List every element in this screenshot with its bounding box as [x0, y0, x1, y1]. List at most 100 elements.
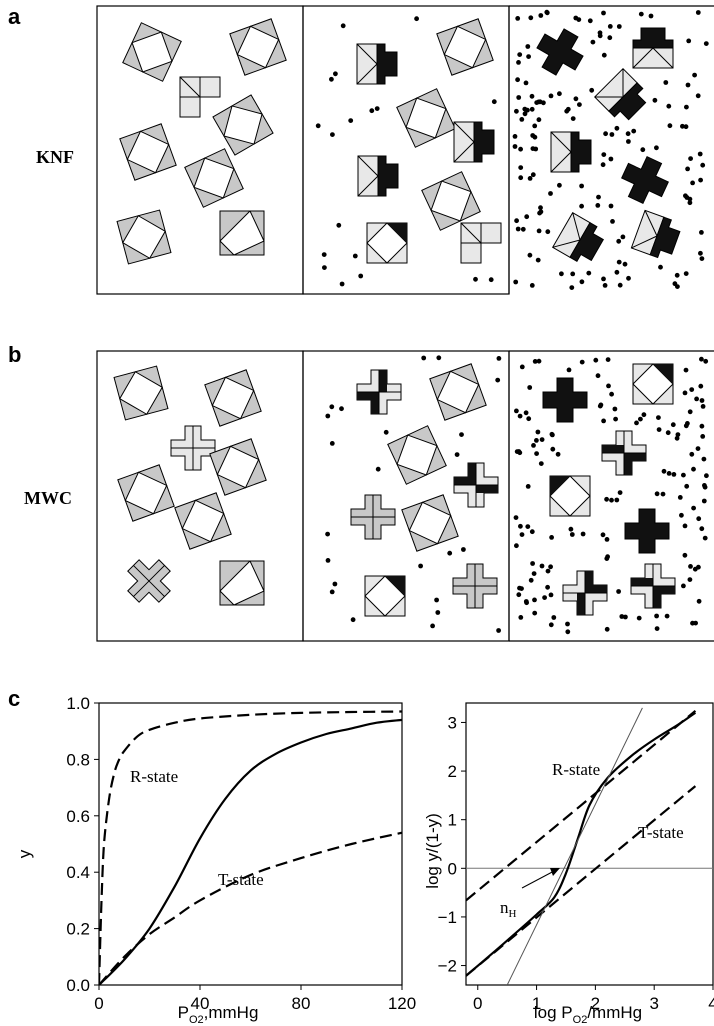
subunit-glyph — [632, 27, 674, 69]
oxygen-dot — [530, 146, 536, 152]
oxygen-dot — [666, 471, 672, 476]
subunit-glyph — [366, 222, 408, 264]
oxygen-dot — [515, 226, 521, 232]
oxygen-dot — [531, 571, 537, 576]
oxygen-dot — [518, 165, 524, 171]
x-tick-label: 3 — [649, 994, 658, 1013]
oxygen-dot — [569, 285, 575, 290]
subunit-glyph — [387, 425, 447, 485]
oxygen-dot — [663, 80, 669, 85]
oxygen-dot — [600, 532, 606, 538]
oxygen-dot — [517, 413, 523, 419]
oxygen-dot — [513, 279, 519, 285]
oxygen-dot — [702, 535, 708, 541]
oxygen-dot — [524, 214, 530, 220]
svg-text:nH: nH — [500, 898, 517, 920]
oxygen-dot — [636, 615, 642, 621]
oxygen-dot-layer — [315, 9, 709, 635]
nh-arrow — [521, 869, 557, 889]
oxygen-dot — [683, 193, 688, 199]
subunit-glyph — [453, 121, 495, 163]
y-tick-label: 0.0 — [66, 976, 90, 995]
oxygen-dot — [656, 415, 661, 420]
oxygen-dot — [703, 41, 709, 46]
subunit-glyph — [549, 475, 591, 517]
oxygen-dot — [539, 437, 545, 442]
subunit-glyph — [356, 369, 402, 415]
oxygen-dot — [454, 452, 460, 457]
y-tick-label: 0 — [448, 859, 457, 878]
oxygen-dot — [620, 234, 626, 240]
oxygen-dot — [608, 156, 614, 162]
oxygen-dot — [358, 273, 364, 279]
y-tick-label: 1 — [448, 811, 457, 830]
oxygen-dot — [674, 272, 680, 278]
oxygen-dot — [548, 592, 554, 598]
mwc-panel — [96, 350, 714, 642]
oxygen-dot — [569, 532, 575, 537]
oxygen-dot — [515, 16, 521, 21]
subunit-glyph — [615, 150, 675, 210]
oxygen-dot — [601, 10, 606, 16]
oxygen-dot — [527, 176, 533, 181]
oxygen-dot — [675, 432, 681, 437]
oxygen-dot — [622, 261, 628, 267]
plot-frame — [465, 702, 714, 986]
subunit-glyph — [594, 68, 652, 126]
oxygen-dot — [538, 461, 544, 466]
oxygen-dot — [369, 108, 375, 114]
oxygen-dot — [536, 228, 542, 234]
oxygen-dot — [329, 441, 335, 446]
oxygen-dot — [606, 383, 611, 389]
oxygen-dot — [515, 77, 520, 83]
subunit-glyph — [436, 18, 494, 76]
oxygen-dot — [496, 628, 501, 633]
oxygen-dot — [537, 99, 543, 105]
oxygen-dot — [352, 253, 358, 259]
oxygen-dot — [325, 531, 330, 537]
oxygen-dot — [601, 418, 606, 424]
series-line-0 — [466, 709, 697, 902]
oxygen-dot — [703, 358, 709, 364]
oxygen-dot — [539, 563, 545, 569]
subunit-glyph — [630, 209, 684, 263]
oxygen-dot — [616, 24, 622, 29]
oxygen-dot — [638, 11, 644, 17]
oxygen-dot — [375, 466, 381, 472]
oxygen-dot — [435, 610, 441, 615]
subunit-glyph — [632, 363, 674, 405]
oxygen-dot — [513, 515, 519, 520]
oxygen-dot — [677, 495, 683, 500]
oxygen-dot — [602, 283, 608, 288]
oxygen-dot — [683, 423, 689, 429]
oxygen-dot — [697, 151, 703, 157]
plot-frame — [98, 702, 403, 986]
subunit-glyph — [542, 377, 588, 423]
oxygen-dot — [609, 391, 614, 397]
oxygen-dot — [516, 95, 522, 100]
subunit-glyph — [357, 155, 399, 197]
oxygen-dot — [549, 535, 554, 540]
oxygen-dot — [557, 91, 562, 97]
oxygen-dot — [570, 271, 576, 277]
oxygen-dot — [695, 446, 701, 451]
y-tick-label: 2 — [448, 762, 457, 781]
oxygen-dot — [689, 387, 695, 392]
oxygen-dot — [679, 512, 684, 518]
oxygen-dot — [687, 409, 693, 415]
oxygen-dot — [516, 592, 522, 598]
oxygen-dot — [600, 162, 606, 168]
series-line-1 — [466, 785, 697, 977]
oxygen-dot — [340, 23, 346, 29]
oxygen-dot — [577, 102, 582, 107]
oxygen-dot — [525, 484, 531, 489]
oxygen-dot — [315, 123, 321, 129]
subunit-glyph — [601, 430, 647, 476]
x-tick-label: 40 — [191, 994, 210, 1013]
oxygen-dot — [545, 229, 551, 235]
row-label-mwc: MWC — [24, 488, 72, 508]
oxygen-dot — [529, 106, 535, 112]
oxygen-dot — [545, 584, 550, 590]
subunit-glyph — [421, 171, 481, 231]
oxygen-dot — [654, 491, 660, 497]
